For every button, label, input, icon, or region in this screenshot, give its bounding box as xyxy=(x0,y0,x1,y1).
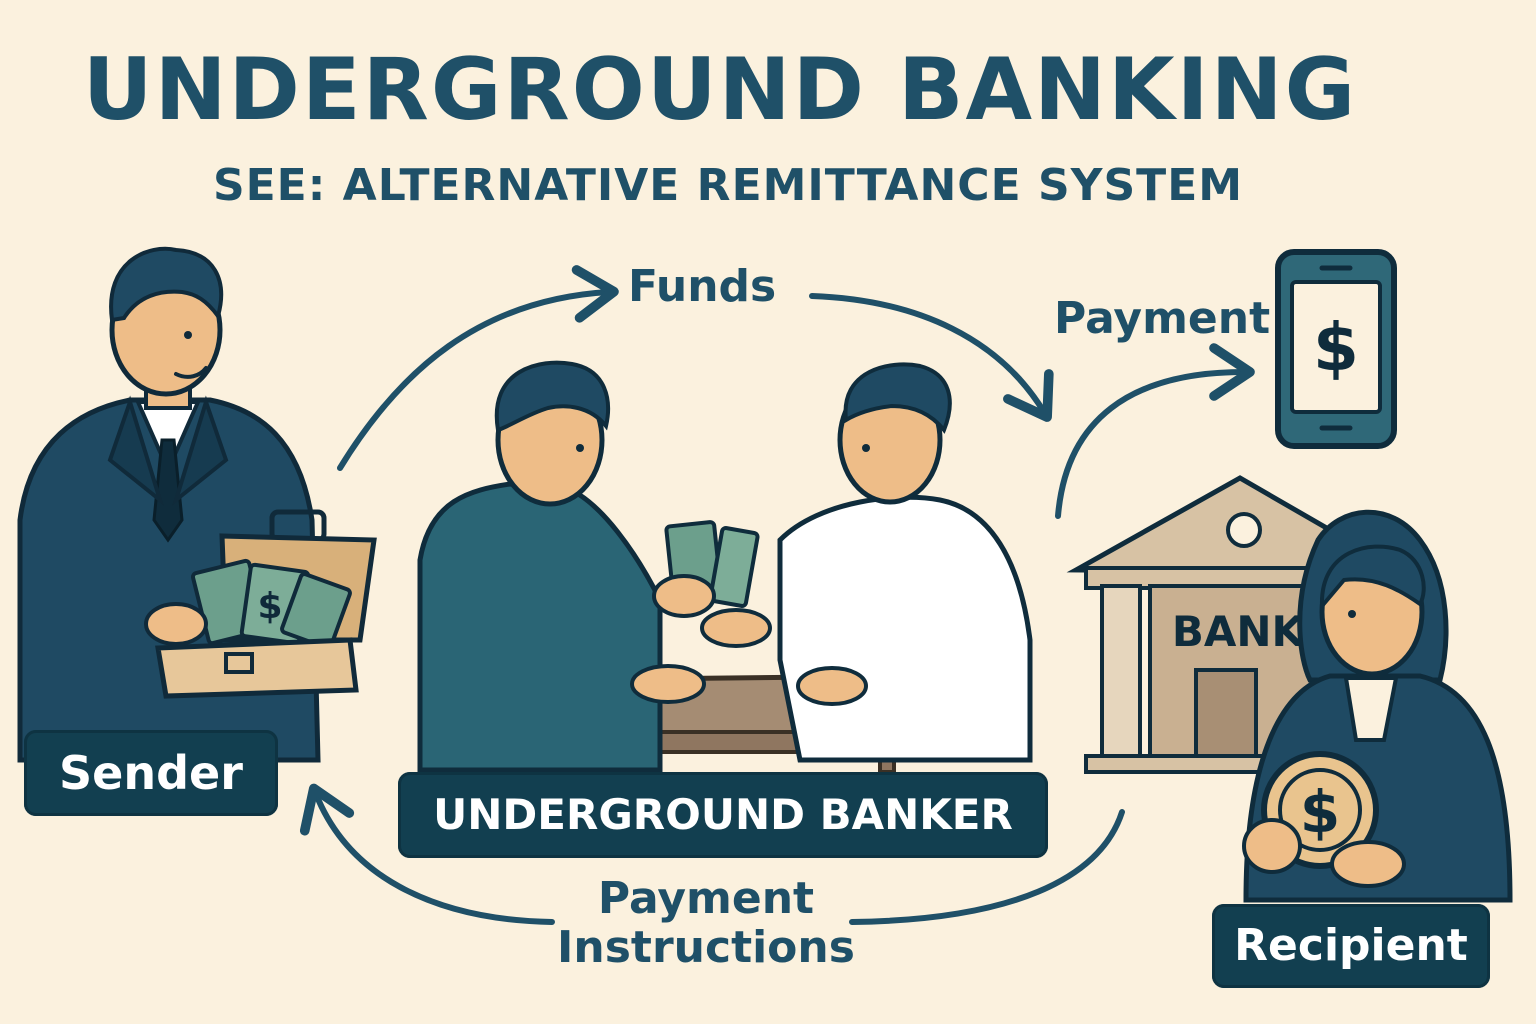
payment-label: Payment xyxy=(1054,293,1271,344)
arrow-funds-to-banker xyxy=(809,293,1054,422)
recipient-figure: $ xyxy=(1242,509,1513,903)
svg-text:BANK: BANK xyxy=(1172,607,1306,656)
payment-instructions-line2: Instructions xyxy=(557,922,855,974)
arrow-recipient-to-instructions xyxy=(849,809,1125,925)
page-title: UNDERGROUND BANKING xyxy=(82,40,1358,140)
page-subtitle: SEE: ALTERNATIVE REMITTANCE SYSTEM xyxy=(212,160,1244,211)
arrow-to-phone xyxy=(1055,343,1255,519)
svg-text:$: $ xyxy=(1313,309,1359,386)
recipient-tag: Recipient xyxy=(1212,904,1490,988)
banker-tag: UNDERGROUND BANKER xyxy=(398,772,1048,858)
sender-figure: $ xyxy=(17,246,377,763)
arrow-sender-to-funds xyxy=(337,265,619,471)
arrow-instructions-to-sender xyxy=(299,783,555,925)
svg-text:$: $ xyxy=(257,586,282,627)
svg-text:$: $ xyxy=(1300,778,1340,846)
cash-stack-icon: $ xyxy=(191,558,352,650)
banker-scene xyxy=(417,360,1033,774)
payment-instructions-line1: Payment xyxy=(597,873,815,924)
phone-icon: $ xyxy=(1275,249,1397,449)
funds-label: Funds xyxy=(628,261,777,312)
sender-tag: Sender xyxy=(24,730,278,816)
payment-instructions-label: Payment Instructions xyxy=(548,874,864,973)
